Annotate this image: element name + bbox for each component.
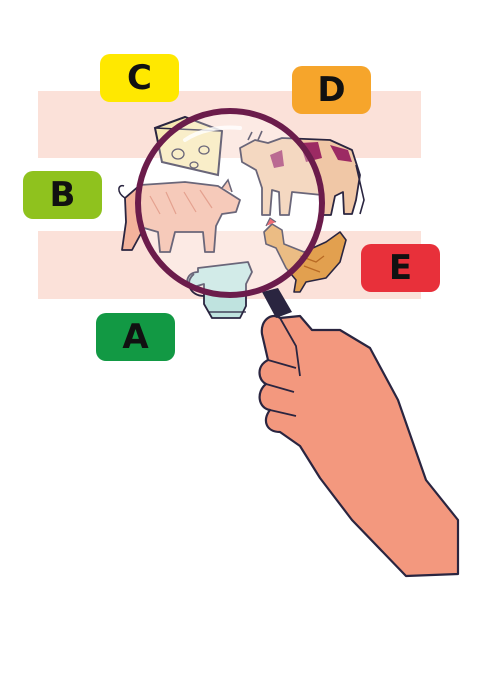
magnifying-glass-icon (135, 108, 325, 318)
grade-label-b: B (23, 171, 102, 219)
grade-label-d: D (292, 66, 371, 114)
hand-icon (258, 314, 460, 578)
grade-label-a: A (96, 313, 175, 361)
grade-label-e: E (361, 244, 440, 292)
cow-icon (239, 130, 365, 216)
pig-icon (118, 178, 241, 253)
grade-label-c: C (100, 54, 179, 102)
